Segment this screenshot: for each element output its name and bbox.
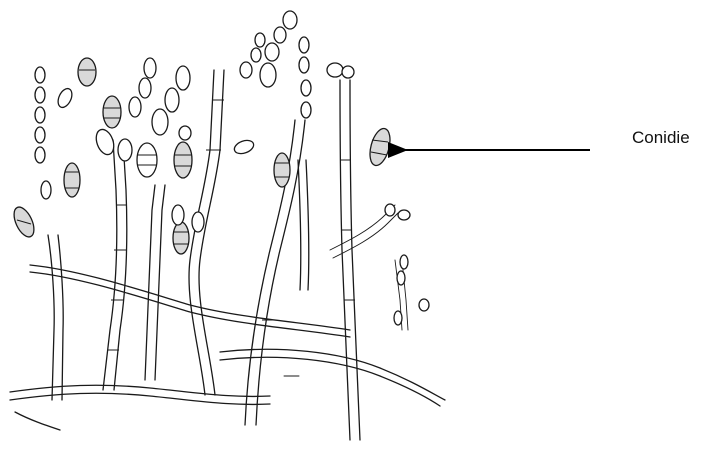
conidium-highlighted: [366, 126, 393, 167]
conidiophores: [48, 70, 408, 440]
conidia-label: Conidie: [632, 128, 690, 148]
conidia-chains: [10, 11, 429, 325]
basal-hyphae: [10, 265, 445, 430]
